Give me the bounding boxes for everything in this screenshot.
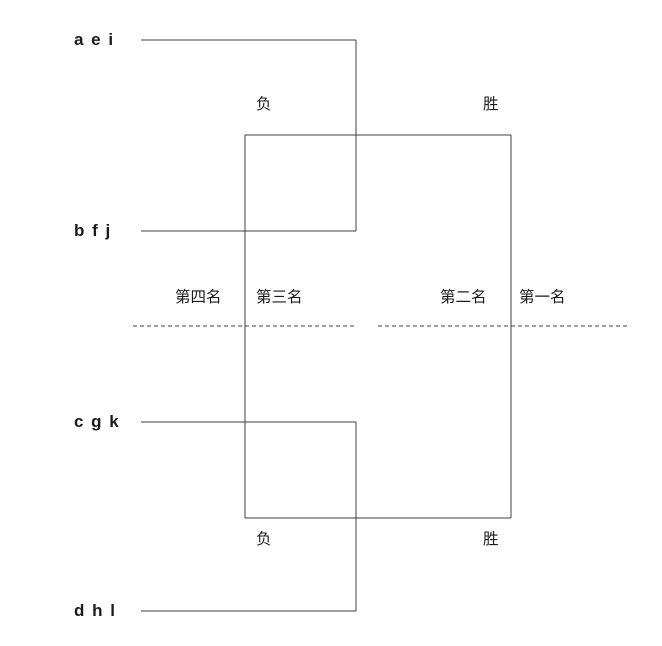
top-lose-label: 负: [256, 96, 272, 113]
bottom-win-label: 胜: [483, 531, 499, 548]
team-dhl-label: d h l: [74, 601, 117, 620]
second-place-label: 第二名: [440, 289, 487, 306]
fourth-place-label: 第四名: [175, 289, 222, 306]
top-win-label: 胜: [483, 96, 499, 113]
first-place-label: 第一名: [519, 289, 566, 306]
third-place-label: 第三名: [256, 289, 303, 306]
team-bfj-label: b f j: [74, 221, 112, 240]
team-aei-label: a e i: [74, 30, 115, 49]
bottom-lose-label: 负: [256, 531, 272, 548]
team-cgk-label: c g k: [74, 412, 121, 431]
